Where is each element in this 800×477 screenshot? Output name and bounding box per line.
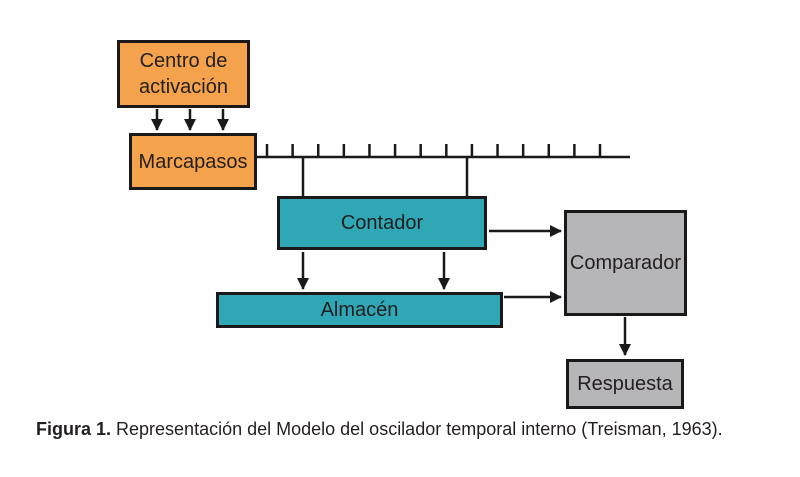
figure-caption: Figura 1. Representación del Modelo del …: [36, 419, 723, 440]
node-comparator: Comparador: [564, 210, 687, 316]
node-comparator-label: Comparador: [569, 252, 682, 274]
node-counter-label: Contador: [340, 212, 424, 234]
node-pacemaker: Marcapasos: [129, 133, 257, 190]
figure-caption-text: Representación del Modelo del oscilador …: [111, 419, 723, 439]
node-response-label: Respuesta: [577, 373, 673, 395]
node-response: Respuesta: [566, 359, 684, 409]
node-pacemaker-label: Marcapasos: [138, 150, 248, 173]
node-store: Almacén: [216, 292, 503, 328]
node-activation-label-line2: activación: [139, 76, 228, 98]
figure-caption-number: Figura 1.: [36, 419, 112, 439]
node-activation-label-line1: Centro de: [139, 50, 228, 72]
node-activation: Centro de activación: [117, 40, 250, 108]
node-store-label: Almacén: [320, 299, 399, 321]
pulse-train-ticks: [265, 144, 602, 157]
node-counter: Contador: [277, 196, 487, 250]
